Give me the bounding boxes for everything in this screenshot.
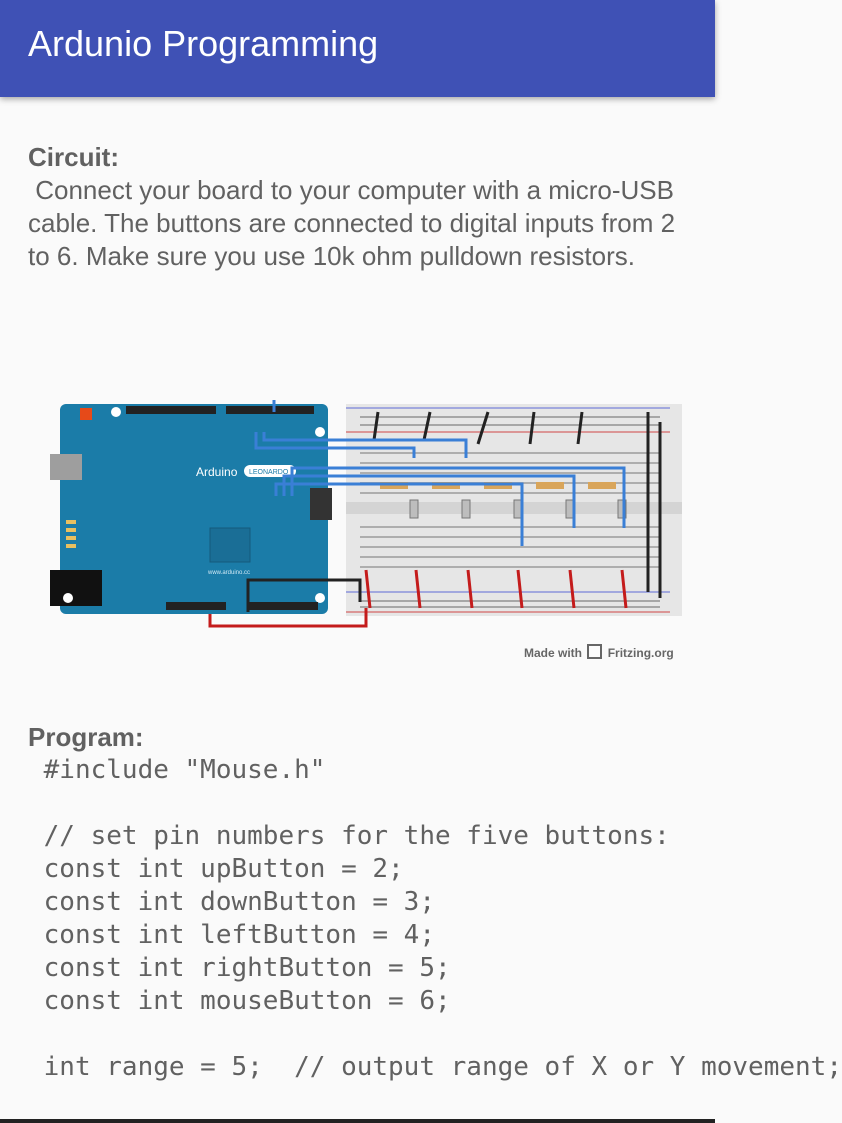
board-label: Arduino [196, 465, 238, 479]
fritzing-logo-icon [587, 644, 603, 659]
fritzing-credit: Made with Fritzing.org [524, 644, 674, 660]
credit-brand: Fritzing.org [607, 646, 674, 660]
article-content[interactable]: Circuit: Connect your board to your comp… [0, 97, 842, 1087]
board-site: www.arduino.cc [207, 570, 250, 576]
circuit-description: Connect your board to your computer with… [28, 175, 683, 271]
app-title: Ardunio Programming [28, 23, 379, 64]
program-heading: Program: [28, 722, 144, 752]
arduino-board [50, 404, 332, 614]
black-wires [246, 411, 662, 612]
app-bar: Ardunio Programming [0, 0, 715, 97]
blue-wires [254, 400, 626, 546]
program-code: #include "Mouse.h" // set pin numbers fo… [43, 755, 842, 1082]
board-model: LEONARDO [249, 469, 289, 476]
circuit-heading: Circuit: [28, 142, 119, 172]
bottom-edge [0, 1119, 715, 1123]
credit-prefix: Made with [524, 646, 583, 660]
red-wires [208, 569, 628, 628]
circuit-diagram: Arduino LEONARDO www.arduino.cc [50, 400, 682, 628]
